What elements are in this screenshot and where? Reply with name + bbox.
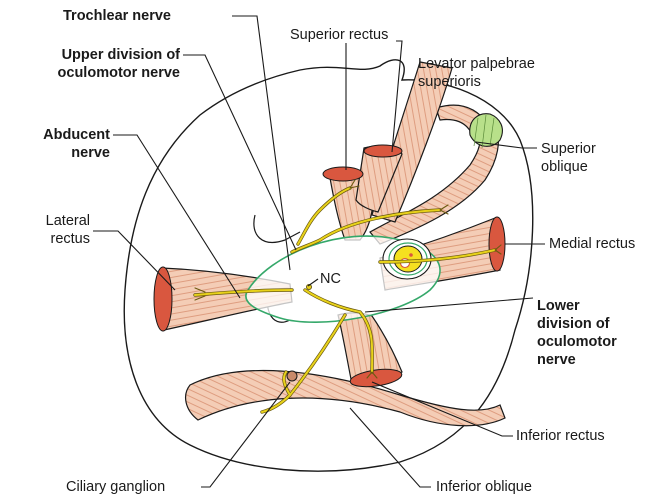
ciliary-ganglion [287,371,297,381]
label-lower-division-line4: nerve [537,351,617,369]
label-levator-line2: superioris [418,73,535,91]
label-inferior-oblique: Inferior oblique [436,478,532,496]
label-nc: NC [320,270,341,288]
label-ciliary-ganglion: Ciliary ganglion [66,478,165,496]
label-lower-division-line2: division of [537,315,617,333]
label-lateral-line1: Lateral [10,212,90,230]
label-superior-oblique-line2: oblique [541,158,596,176]
label-upper-division-line1: Upper division of [10,46,180,64]
label-upper-division: Upper division of oculomotor nerve [10,46,180,82]
label-superior-rectus: Superior rectus [290,26,388,44]
label-lower-division: Lower division of oculomotor nerve [537,297,617,369]
label-lower-division-line3: oculomotor [537,333,617,351]
label-trochlear-nerve: Trochlear nerve [63,7,171,25]
label-superior-oblique-line1: Superior [541,140,596,158]
superior-rectus-end [323,167,363,181]
label-lateral-line2: rectus [10,230,90,248]
label-lateral-rectus: Lateral rectus [10,212,90,248]
label-medial-rectus: Medial rectus [549,235,635,253]
label-inferior-rectus: Inferior rectus [516,427,605,445]
label-abducent-line1: Abducent [10,126,110,144]
label-lower-division-line1: Lower [537,297,617,315]
label-levator-line1: Levator palpebrae [418,55,535,73]
label-abducent-line2: nerve [10,144,110,162]
label-upper-division-line2: oculomotor nerve [10,64,180,82]
label-abducent-nerve: Abducent nerve [10,126,110,162]
label-levator-palpebrae: Levator palpebrae superioris [418,55,535,91]
medial-rectus-end [489,217,505,271]
lateral-rectus-end [154,267,172,331]
label-superior-oblique: Superior oblique [541,140,596,176]
